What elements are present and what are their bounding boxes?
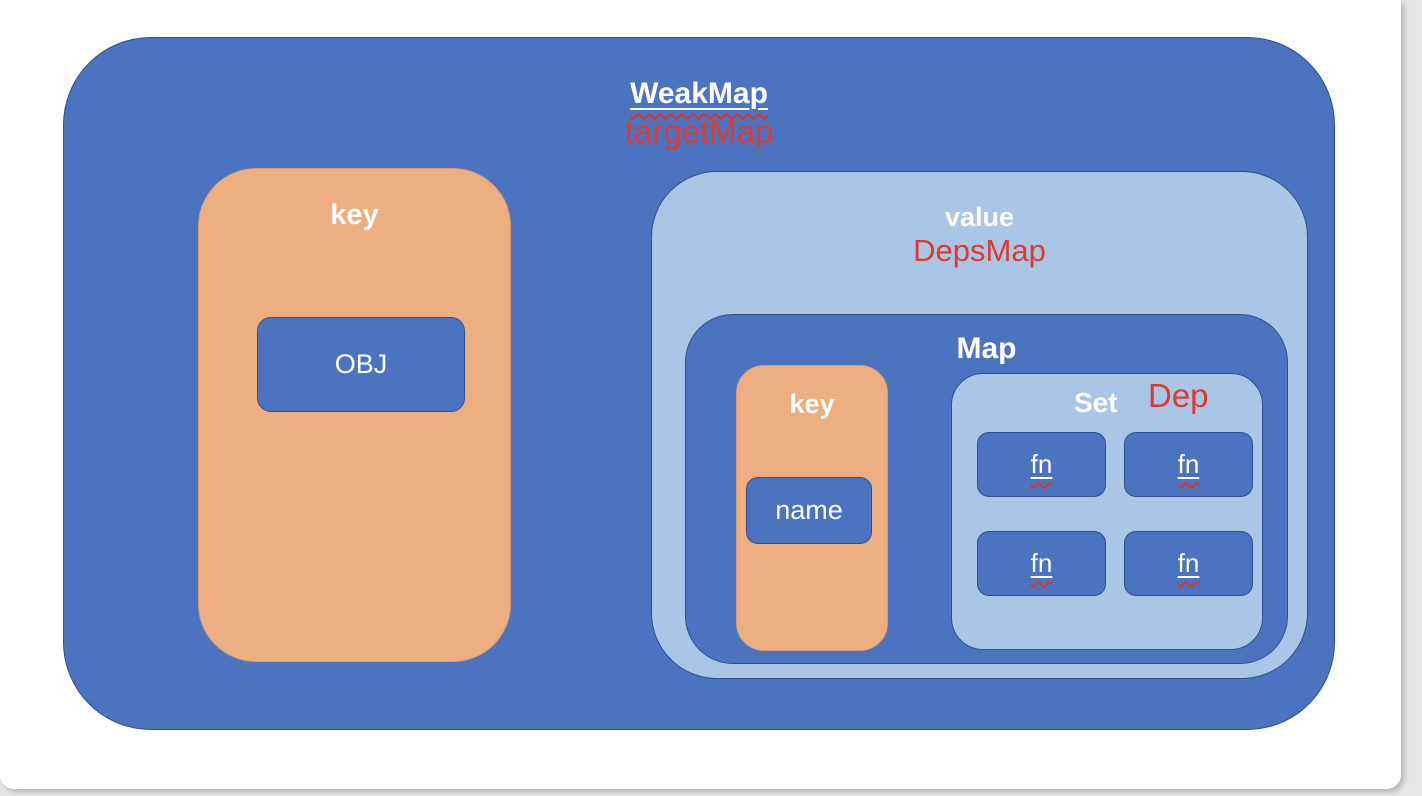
fn-squiggle: fn (1178, 548, 1200, 579)
obj-label: OBJ (334, 349, 388, 379)
weakmap-title-squiggle: WeakMap (630, 77, 768, 110)
fn-label: fn (1030, 548, 1053, 578)
map-label: Map (956, 332, 1017, 365)
name-box: name (746, 477, 872, 544)
key-container: key OBJ (198, 168, 511, 662)
fn-squiggle: fn (1031, 548, 1053, 579)
inner-key-container: key name (736, 365, 888, 651)
fn-grid: fn fn fn fn (977, 432, 1253, 596)
fn-box: fn (1124, 531, 1253, 596)
weakmap-container: WeakMap targetMap key OBJ value DepsMap … (63, 37, 1335, 730)
weakmap-title: WeakMap (64, 76, 1334, 112)
name-label: name (775, 495, 843, 525)
set-label: Set (1074, 387, 1118, 418)
map-container: Map key name Set Dep fn fn (685, 314, 1288, 664)
key-label: key (330, 199, 379, 231)
fn-box: fn (1124, 432, 1253, 497)
fn-squiggle: fn (1031, 449, 1053, 480)
page-card: WeakMap targetMap key OBJ value DepsMap … (0, 0, 1401, 789)
dep-label: Dep (1148, 377, 1209, 414)
fn-box: fn (977, 531, 1106, 596)
inner-key-label: key (789, 389, 835, 419)
value-label: value (944, 202, 1015, 232)
weakmap-title-text: WeakMap (630, 77, 768, 110)
targetmap-label: targetMap (624, 113, 774, 150)
set-container: Set Dep fn fn fn fn (951, 373, 1263, 650)
fn-label: fn (1030, 449, 1053, 479)
fn-box: fn (977, 432, 1106, 497)
fn-squiggle: fn (1178, 449, 1200, 480)
obj-box: OBJ (257, 317, 465, 412)
fn-label: fn (1177, 548, 1200, 578)
fn-label: fn (1177, 449, 1200, 479)
depsmap-container: value DepsMap Map key name Set Dep fn (651, 171, 1308, 679)
depsmap-label: DepsMap (913, 233, 1046, 268)
